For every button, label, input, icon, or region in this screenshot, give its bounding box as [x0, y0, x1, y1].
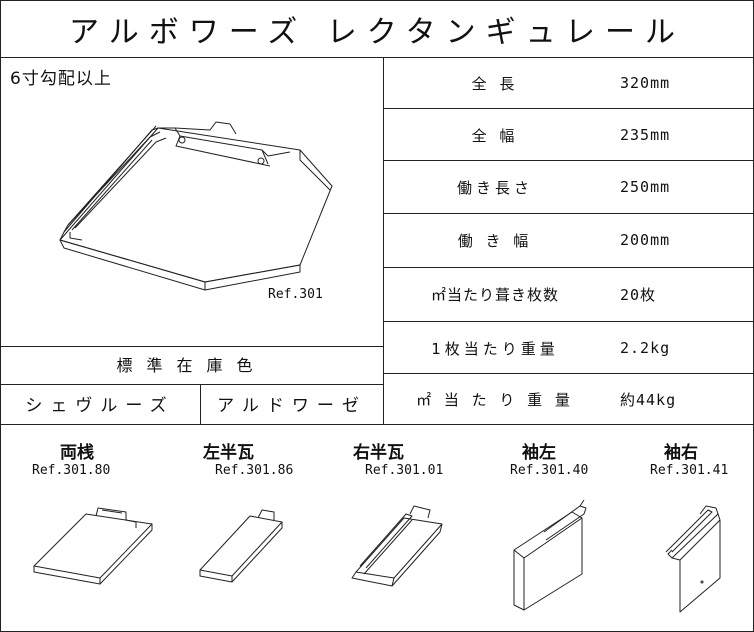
- spec-row: ㎡ 当 た り 重 量 約44kg: [384, 374, 754, 424]
- spec-row: 1枚当たり重量 2.2kg: [384, 322, 754, 374]
- accessory-ref: Ref.301.86: [215, 463, 294, 478]
- accessory-ref: Ref.301.80: [32, 463, 111, 478]
- accessory-drawing-verge-left: [513, 499, 587, 611]
- main-tile-drawing: [59, 121, 333, 291]
- accessory-drawing-left-half: [199, 509, 283, 583]
- accessory-ref: Ref.301.41: [650, 463, 729, 478]
- color-heading-bottom: [0, 384, 383, 385]
- spec-row: ㎡当たり葺き枚数 20枚: [384, 268, 754, 320]
- spec-value: 320mm: [620, 74, 671, 92]
- spec-value: 250mm: [620, 178, 671, 196]
- accessory-name: 袖左: [522, 443, 556, 463]
- spec-value: 20枚: [620, 285, 657, 304]
- color-option-ardoise: アルドワーゼ: [217, 395, 367, 416]
- accessory-drawing-both-ribs: [33, 507, 153, 585]
- spec-row: 全 幅 235mm: [384, 109, 754, 161]
- slope-note: 6寸勾配以上: [10, 69, 112, 89]
- spec-value: 約44kg: [620, 390, 677, 409]
- spec-label: ㎡当たり葺き枚数: [430, 285, 559, 304]
- color-option-chevreuse: シェヴルーズ: [25, 395, 175, 416]
- accessory-ref: Ref.301.40: [510, 463, 589, 478]
- spec-divider-2: [384, 160, 754, 161]
- color-heading-top: [0, 346, 383, 347]
- spec-label: 1枚当たり重量: [431, 339, 559, 358]
- spec-row: 働き長さ 250mm: [384, 161, 754, 213]
- spec-value: 2.2kg: [620, 339, 671, 357]
- accessory-drawing-verge-right: [665, 505, 721, 613]
- spec-label: 全 幅: [471, 126, 519, 145]
- accessory-ref: Ref.301.01: [365, 463, 444, 478]
- spec-row: 全 長 320mm: [384, 57, 754, 109]
- accessory-name: 左半瓦: [203, 443, 254, 463]
- accessory-name: 両桟: [60, 443, 94, 463]
- spec-label: 働 き 幅: [457, 231, 533, 250]
- spec-divider-5: [384, 321, 754, 322]
- accessory-right-half: 右半瓦 Ref.301.01: [353, 438, 443, 478]
- accessory-drawing-right-half: [351, 505, 443, 587]
- accessory-divider: [0, 424, 754, 425]
- spec-value: 200mm: [620, 231, 671, 249]
- standard-color-heading: 標準在庫色: [116, 356, 267, 375]
- spec-divider-3: [384, 213, 754, 214]
- color-divider: [200, 384, 201, 424]
- spec-label: 全 長: [471, 74, 519, 93]
- main-ref: Ref.301: [268, 287, 323, 302]
- accessory-name: 袖右: [664, 443, 698, 463]
- spec-divider-4: [384, 267, 754, 268]
- accessory-verge-right: 袖右 Ref.301.41: [650, 438, 728, 478]
- spec-row: 働 き 幅 200mm: [384, 214, 754, 266]
- spec-label: 働き長さ: [456, 178, 533, 197]
- page-title: アルボワーズ レクタンギュレール: [0, 0, 754, 58]
- accessory-left-half: 左半瓦 Ref.301.86: [203, 438, 293, 478]
- accessory-name: 右半瓦: [353, 443, 404, 463]
- spec-label: ㎡ 当 た り 重 量: [416, 390, 574, 409]
- spec-value: 235mm: [620, 126, 671, 144]
- center-divider: [383, 57, 384, 424]
- accessory-both-ribs: 両桟 Ref.301.80: [32, 438, 110, 478]
- spec-divider-6: [384, 373, 754, 374]
- spec-divider-1: [384, 108, 754, 109]
- accessory-verge-left: 袖左 Ref.301.40: [510, 438, 588, 478]
